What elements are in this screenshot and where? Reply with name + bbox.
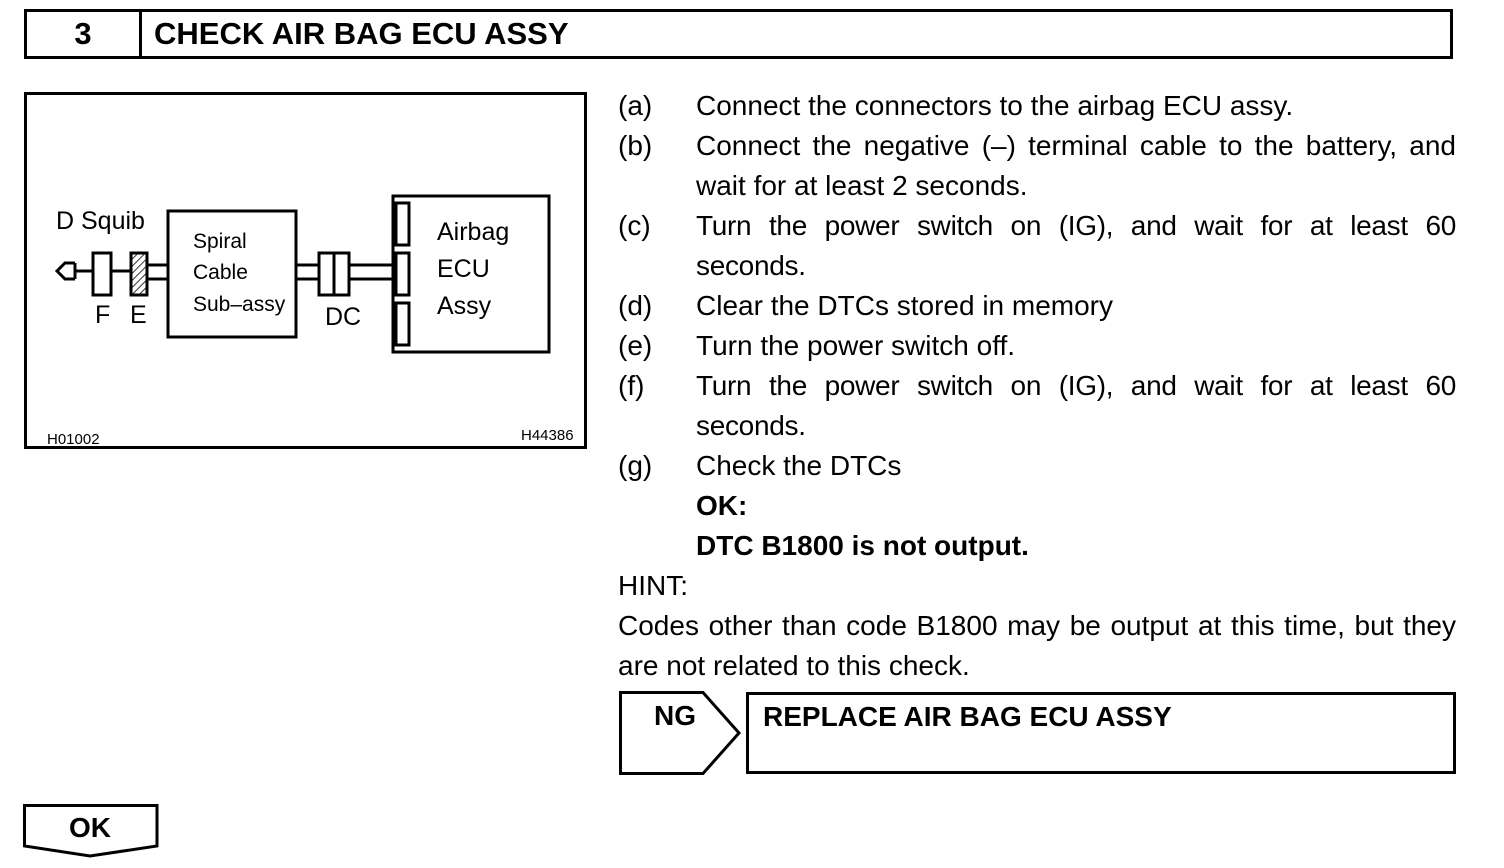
connector-e-shape (129, 251, 149, 297)
wiring-diagram-drawing (54, 194, 551, 354)
step-header: 3 CHECK AIR BAG ECU ASSY (24, 9, 1453, 59)
wiring-diagram: D Squib F E Spiral Cable Sub–assy DC Air… (24, 92, 587, 449)
step-letter: (f) (618, 370, 645, 401)
step-text: Turn the power switch on (IG), and wait … (696, 370, 1456, 441)
ng-result-arrow: NG (619, 691, 744, 776)
ecu-box (391, 194, 551, 354)
procedure-step: (c) Turn the power switch on (IG), and w… (618, 206, 1456, 286)
ng-action-box: REPLACE AIR BAG ECU ASSY (746, 692, 1456, 774)
spiral-cable-box (166, 209, 298, 339)
hint-text: Codes other than code B1800 may be outpu… (618, 610, 1456, 681)
figure-code-right: H44386 (521, 427, 574, 444)
spiral-label-2: Cable (193, 261, 248, 284)
procedure-step: (e) Turn the power switch off. (618, 326, 1456, 366)
spiral-label-1: Spiral (193, 230, 247, 253)
connector-f-label: F (95, 301, 111, 329)
step-text: Connect the connectors to the airbag ECU… (696, 90, 1294, 121)
procedure-step: (d) Clear the DTCs stored in memory (618, 286, 1456, 326)
step-text: Clear the DTCs stored in memory (696, 290, 1114, 321)
squib-label: D Squib (56, 207, 145, 235)
ecu-label-3: Assy (437, 292, 492, 320)
ng-label: NG (654, 700, 696, 731)
step-title: CHECK AIR BAG ECU ASSY (154, 16, 569, 51)
hint-title: HINT: (618, 570, 688, 601)
step-letter: (e) (618, 330, 653, 361)
step-text: Connect the negative (–) terminal cable … (696, 130, 1456, 201)
ok-criteria-label: OK: (696, 490, 748, 521)
step-text: Turn the power switch on (IG), and wait … (696, 210, 1456, 281)
squib-plug (54, 261, 75, 281)
step-letter: (d) (618, 290, 653, 321)
step-letter: (g) (618, 450, 653, 481)
figure-code-left: H01002 (47, 431, 100, 448)
procedure-step: (f) Turn the power switch on (IG), and w… (618, 366, 1456, 446)
connector-dc-label: DC (325, 303, 362, 331)
ok-label: OK (69, 812, 111, 843)
step-number: 3 (27, 12, 142, 56)
step-letter: (b) (618, 130, 653, 161)
step-text: Turn the power switch off. (696, 330, 1016, 361)
step-letter: (a) (618, 90, 653, 121)
ok-arrow-shape (23, 804, 159, 858)
ok-criteria-text: DTC B1800 is not output. (696, 530, 1029, 561)
ecu-label-2: ECU (437, 255, 490, 283)
procedure-step: (g) Check the DTCs (618, 446, 1456, 486)
ecu-label-1: Airbag (437, 218, 510, 246)
procedure-step: (a) Connect the connectors to the airbag… (618, 86, 1456, 126)
spiral-label-3: Sub–assy (193, 293, 286, 316)
connector-e-label: E (130, 301, 147, 329)
procedure-step: (b) Connect the negative (–) terminal ca… (618, 126, 1456, 206)
ng-action-text: REPLACE AIR BAG ECU ASSY (763, 701, 1172, 732)
ok-result-arrow: OK (23, 804, 161, 858)
step-letter: (c) (618, 210, 651, 241)
step-text: Check the DTCs (696, 450, 902, 481)
connector-f-shape (91, 251, 113, 297)
ok-criteria: OK: DTC B1800 is not output. (696, 486, 1456, 566)
ng-arrow-shape (619, 691, 742, 775)
procedure-steps: (a) Connect the connectors to the airbag… (618, 86, 1456, 686)
